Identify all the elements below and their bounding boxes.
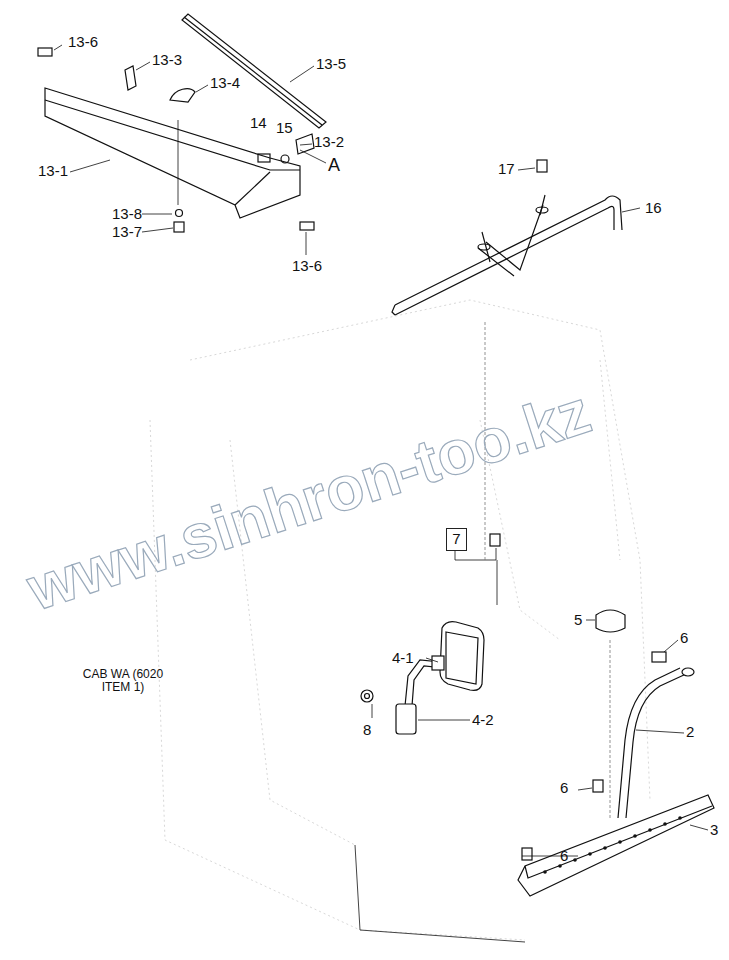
step-plate xyxy=(518,795,714,896)
cab-edge xyxy=(355,845,525,942)
callout-number: 13-8 xyxy=(112,206,142,223)
callout-number: 13-4 xyxy=(210,75,240,92)
callout-number: 5 xyxy=(574,612,582,629)
callout-number: 2 xyxy=(686,724,694,741)
step-holes xyxy=(543,816,682,874)
callout-number: 13-2 xyxy=(314,134,344,151)
callout-number: 15 xyxy=(276,120,293,137)
callout-number: A xyxy=(328,156,340,176)
callout-number: 3 xyxy=(710,822,718,839)
callout-number: 4-2 xyxy=(472,712,494,729)
callout-number: 6 xyxy=(560,848,568,865)
callout-number: 4-1 xyxy=(392,650,414,667)
visor-rail xyxy=(182,14,326,128)
callout-number: 13-3 xyxy=(152,52,182,69)
callout-number: 6 xyxy=(680,630,688,647)
callout-number: 13-1 xyxy=(38,163,68,180)
callout-number: 6 xyxy=(560,780,568,797)
callout-number: 17 xyxy=(498,161,515,178)
group-note: CAB WA (6020 ITEM 1) xyxy=(68,668,178,694)
handrail xyxy=(618,668,694,818)
callout-number: 13-6 xyxy=(68,34,98,51)
callout-number: 16 xyxy=(645,200,662,217)
watermark: www.sinhron-too.kz xyxy=(20,380,597,620)
callout-box: 7 xyxy=(446,528,467,551)
callout-number: 7 xyxy=(452,530,460,547)
callout-number: 13-7 xyxy=(112,224,142,241)
callout-number: 13-6 xyxy=(292,258,322,275)
callout-number: 8 xyxy=(363,722,371,739)
mirror xyxy=(396,622,484,734)
grab-bar xyxy=(392,195,622,315)
callout-number: 13-5 xyxy=(316,56,346,73)
cap xyxy=(596,610,625,632)
callout-number: 14 xyxy=(250,115,267,132)
